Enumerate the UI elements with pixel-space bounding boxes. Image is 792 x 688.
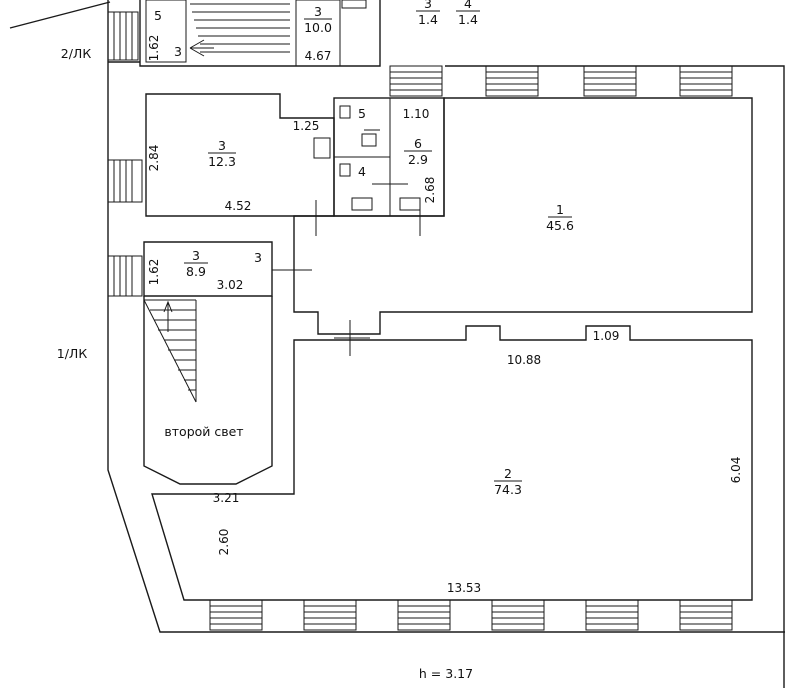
dimension-label: 3.21 xyxy=(213,491,240,505)
upper-stair-block xyxy=(145,0,367,67)
windows-left xyxy=(107,11,143,297)
second-light-label: второй свет xyxy=(164,424,243,439)
room-area: 74.3 xyxy=(494,482,522,497)
room-marks: 5 4 5 3 3 xyxy=(154,8,366,265)
room-number: 6 xyxy=(414,136,422,151)
dimension-label: 4.67 xyxy=(305,49,332,63)
room-3-large xyxy=(145,93,335,217)
stair-label: 1/ЛК xyxy=(57,346,88,361)
room-2 xyxy=(151,325,753,631)
dimension-label: 6.04 xyxy=(729,457,743,484)
dimension-label: 1.25 xyxy=(293,119,320,133)
dimension-label: 2.84 xyxy=(147,145,161,172)
room-labels: 1 45.6 2 74.3 3 12.3 3 8.9 3 10.0 3 1.4 … xyxy=(184,0,574,497)
dimension-label: 1.62 xyxy=(147,259,161,286)
room-area: 1.4 xyxy=(418,12,438,27)
dimension-label: 2.68 xyxy=(423,177,437,204)
room-area: 2.9 xyxy=(408,152,428,167)
room-3-small xyxy=(143,241,312,485)
room-mark: 3 xyxy=(254,250,262,265)
room-number: 4 xyxy=(464,0,472,11)
ceiling-height-label: h = 3.17 xyxy=(419,666,473,681)
dimension-label: 1.09 xyxy=(593,329,620,343)
dimension-label: 1.10 xyxy=(403,107,430,121)
dimension-label: 2.60 xyxy=(217,529,231,556)
room-number: 1 xyxy=(556,202,564,217)
room-number: 3 xyxy=(192,248,200,263)
room-area: 8.9 xyxy=(186,264,206,279)
room-area: 12.3 xyxy=(208,154,236,169)
dimension-label: 10.88 xyxy=(507,353,541,367)
dimension-label: 1.62 xyxy=(147,35,161,62)
room-1 xyxy=(293,65,753,356)
room-area: 1.4 xyxy=(458,12,478,27)
dimension-label: 13.53 xyxy=(447,581,481,595)
room-mark: 5 xyxy=(154,8,162,23)
room-mark: 5 xyxy=(358,106,366,121)
exterior-walls xyxy=(9,0,785,688)
room-number: 3 xyxy=(218,138,226,153)
room-mark: 3 xyxy=(174,44,182,59)
stair-label: 2/ЛК xyxy=(61,46,92,61)
dimension-label: 4.52 xyxy=(225,199,252,213)
room-number: 2 xyxy=(504,466,512,481)
dimension-labels: 1.62 1.62 2.84 4.52 1.25 1.10 2.68 3.02 … xyxy=(147,35,743,595)
dimension-label: 3.02 xyxy=(217,278,244,292)
room-area: 10.0 xyxy=(304,20,332,35)
room-number: 3 xyxy=(314,4,322,19)
room-number: 3 xyxy=(424,0,432,11)
room-area: 45.6 xyxy=(546,218,574,233)
room-mark: 4 xyxy=(358,164,366,179)
